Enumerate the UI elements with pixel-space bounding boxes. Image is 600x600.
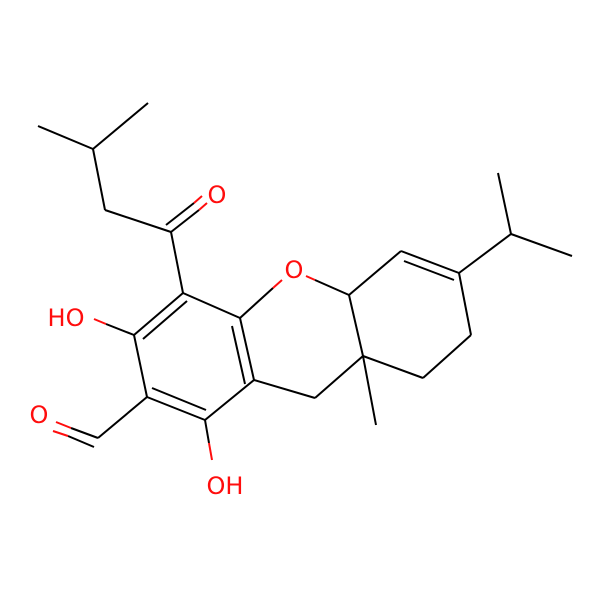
bond-hydroxyl-upper-1 — [105, 323, 135, 336]
bond-cyclo-c7-c8 — [422, 334, 472, 379]
bond-hydroxyl-lower-2 — [208, 442, 213, 461]
hydroxyl-lower-label: OH — [207, 472, 244, 500]
bond-aldehyde-c-o-1b — [55, 421, 72, 429]
bond-cyclo-c6-c7 — [458, 272, 472, 336]
hydroxyl-upper-label: HO — [48, 304, 85, 332]
bond-aldehyde-c-o-2a — [67, 435, 95, 448]
bond-isobutyl-ch2 — [104, 209, 172, 233]
bond-pyran-c8a-c9 — [314, 355, 364, 399]
bond-pyran-c4a-o-1 — [239, 287, 274, 319]
bond-ar-c4a-c9a-1 — [239, 317, 255, 381]
bond-angular-methyl — [362, 355, 377, 426]
bond-pyran-c4a-o-2 — [272, 279, 283, 289]
ring-oxygen-label: O — [285, 256, 304, 284]
bond-ar-c1-c2-2 — [151, 387, 207, 411]
bond-ar-c4a-c9a-2 — [231, 325, 246, 385]
bond-aldehyde-c-o-1a — [70, 427, 99, 439]
bond-ar-c4-c4a — [182, 292, 241, 319]
bond-isobutyl-methyl-1 — [37, 125, 94, 150]
bond-isobutyl-ch — [92, 148, 106, 211]
bond-aldehyde-c — [97, 396, 148, 439]
bond-ar-c3-c4-1 — [133, 292, 184, 336]
ketone-oxygen-label: O — [208, 181, 227, 209]
bond-ketone-c-o-2b — [193, 195, 203, 204]
bond-hydroxyl-lower-1 — [204, 419, 210, 444]
bond-pyran-o-c4b-2 — [314, 279, 350, 296]
bond-ar-c3-c4-2 — [142, 300, 188, 340]
bond-ar-c1-c2-1 — [146, 396, 206, 421]
bond-isopropyl-methyl-1 — [497, 172, 512, 235]
bond-isopropyl-ch — [458, 233, 512, 274]
bond-hydroxyl-upper-2 — [93, 318, 107, 325]
bond-pyran-o-c4b-1 — [305, 275, 316, 281]
bond-cyclo-c8-c8a — [362, 355, 424, 379]
aldehyde-oxygen-label: O — [30, 401, 49, 429]
bond-cyclo-c4b-c5 — [348, 250, 402, 296]
bond-ketone-c-o-2a — [165, 202, 195, 226]
bond-cyclo-c5-c6-1 — [400, 250, 460, 274]
bond-cyclo-c5-c6-2 — [403, 260, 455, 281]
bond-pyran-c9-c9a — [253, 379, 316, 399]
bond-isobutyl-methyl-2 — [92, 102, 149, 150]
bond-ketone-c-o-1a — [170, 209, 200, 233]
bond-isopropyl-methyl-2 — [510, 233, 573, 257]
bond-aldehyde-c-o-2b — [52, 430, 69, 437]
bond-ketone-c-o-1b — [198, 202, 208, 211]
bond-pyran-c4b-c8a — [348, 294, 364, 357]
bond-ar-c9a-c1 — [204, 379, 255, 421]
bond-ketone-aryl — [170, 231, 184, 294]
bond-ar-c2-c3 — [133, 334, 148, 398]
